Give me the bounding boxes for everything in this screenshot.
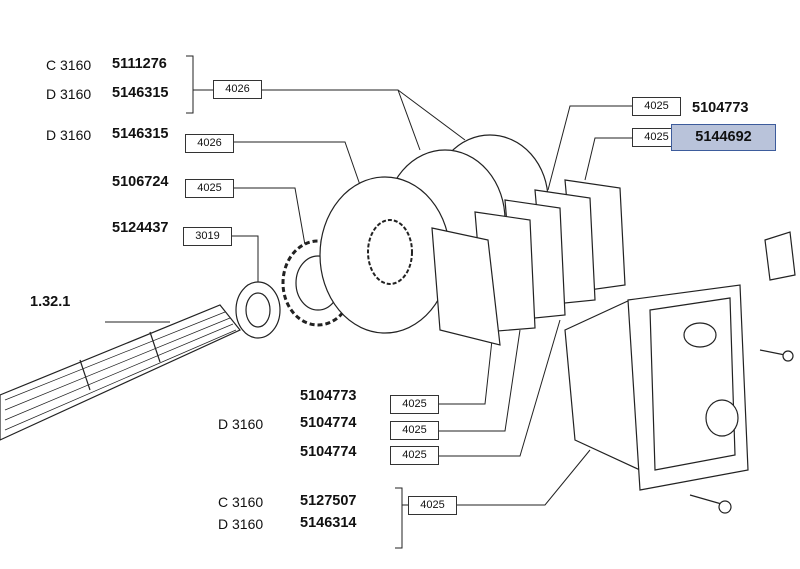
variant-label: C 3160 bbox=[46, 57, 92, 73]
variant-label: C 3160 bbox=[218, 494, 264, 510]
group-box[interactable]: 4026 bbox=[213, 80, 262, 99]
group-box[interactable]: 4025 bbox=[408, 496, 457, 515]
shaft-reference[interactable]: 1.32.1 bbox=[30, 294, 71, 310]
part-number[interactable]: 5146314 bbox=[300, 515, 357, 531]
part-number[interactable]: 5104773 bbox=[300, 388, 357, 404]
variant-label: D 3160 bbox=[46, 86, 92, 102]
part-number[interactable]: 5104773 bbox=[692, 100, 749, 116]
group-box[interactable]: 4025 bbox=[185, 179, 234, 198]
group-box[interactable]: 4025 bbox=[390, 395, 439, 414]
part-number[interactable]: 5106724 bbox=[112, 174, 169, 190]
group-box[interactable]: 4025 bbox=[632, 97, 681, 116]
variant-label: D 3160 bbox=[218, 416, 264, 432]
part-number[interactable]: 5111276 bbox=[112, 56, 167, 72]
group-box[interactable]: 4025 bbox=[632, 128, 681, 147]
bolts bbox=[689, 231, 796, 514]
part-number[interactable]: 5146315 bbox=[112, 126, 169, 142]
group-box[interactable]: 3019 bbox=[183, 227, 232, 246]
part-number[interactable]: 5124437 bbox=[112, 220, 169, 236]
group-box[interactable]: 4025 bbox=[390, 446, 439, 465]
part-number[interactable]: 5127507 bbox=[300, 493, 357, 509]
splined-shaft bbox=[0, 304, 241, 441]
oil-seal bbox=[235, 281, 281, 339]
friction-disks bbox=[319, 134, 549, 334]
part-number[interactable]: 5104774 bbox=[300, 415, 357, 431]
highlighted-part-number[interactable]: 5144692 bbox=[671, 124, 776, 151]
variant-label: D 3160 bbox=[218, 516, 264, 532]
brake-pads bbox=[431, 179, 626, 346]
brake-housing bbox=[564, 284, 749, 491]
variant-label: D 3160 bbox=[46, 127, 92, 143]
part-number[interactable]: 5146315 bbox=[112, 85, 169, 101]
group-box[interactable]: 4026 bbox=[185, 134, 234, 153]
part-number[interactable]: 5104774 bbox=[300, 444, 357, 460]
group-box[interactable]: 4025 bbox=[390, 421, 439, 440]
leader-lines bbox=[105, 55, 632, 549]
